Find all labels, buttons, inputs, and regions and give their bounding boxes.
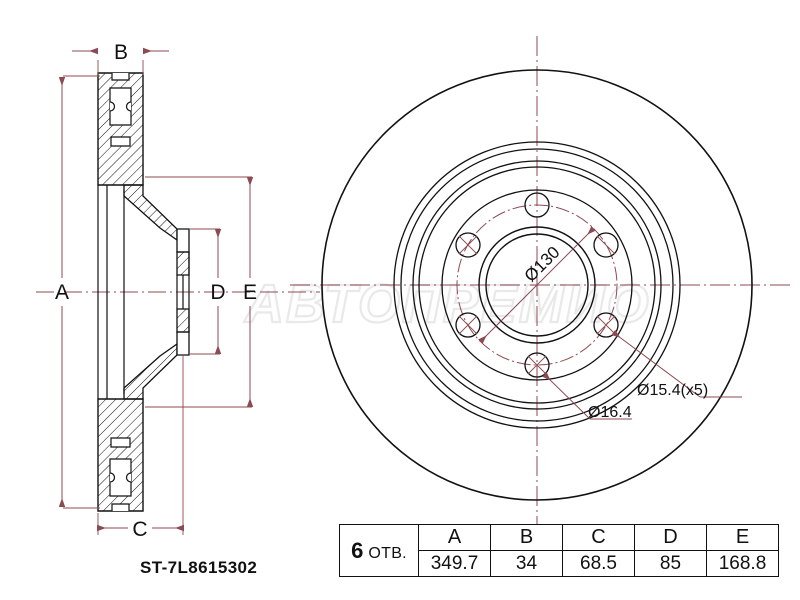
part-number-label: ST-7L8615302 xyxy=(140,558,258,577)
dimension-table: 6 ОТВ. A B C D E 349.7 34 68.5 85 168.8 xyxy=(339,524,779,577)
header-e: E xyxy=(706,524,779,551)
value-b: 34 xyxy=(490,550,563,577)
callout-center-hole: Ø16.4 xyxy=(588,404,632,421)
value-d: 85 xyxy=(634,550,707,577)
callout-bolt-holes: Ø15.4(x5) xyxy=(637,382,708,399)
section-dimensions: A B C D E xyxy=(55,41,257,541)
watermark: АВТОПРЕМИО xyxy=(242,273,651,335)
svg-text:АВТОПРЕМИО: АВТОПРЕМИО xyxy=(243,274,651,334)
dim-label-d: D xyxy=(210,281,225,304)
dim-label-a: A xyxy=(55,281,69,304)
header-b: B xyxy=(490,524,563,551)
holes-count-value: 6 xyxy=(351,537,364,563)
holes-count-label: ОТВ. xyxy=(368,544,407,562)
dim-label-b: B xyxy=(114,41,128,64)
value-c: 68.5 xyxy=(562,550,635,577)
dim-label-e: E xyxy=(243,281,257,304)
section-view-geometry xyxy=(36,72,320,512)
face-view-geometry xyxy=(290,36,790,534)
dim-label-c: C xyxy=(132,518,147,541)
value-a: 349.7 xyxy=(418,550,491,577)
header-c: C xyxy=(562,524,635,551)
header-d: D xyxy=(634,524,707,551)
value-e: 168.8 xyxy=(706,550,779,577)
table-row-headers: 6 ОТВ. A B C D E xyxy=(339,524,779,577)
header-a: A xyxy=(418,524,491,551)
holes-count-cell: 6 ОТВ. xyxy=(339,524,419,577)
table-row-values: 349.7 34 68.5 85 168.8 xyxy=(340,550,779,577)
